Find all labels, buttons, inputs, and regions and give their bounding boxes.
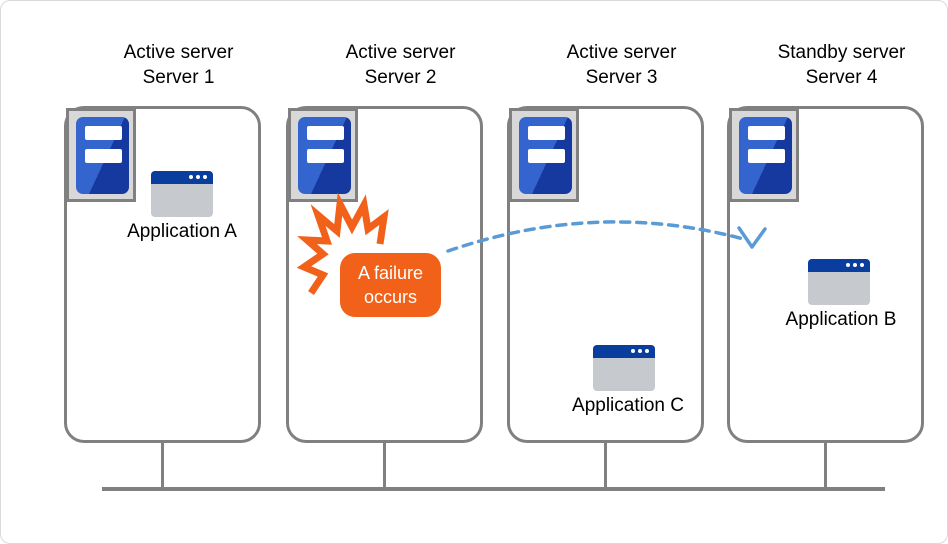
app-window-titlebar [593,345,655,358]
app-window-titlebar [151,171,213,184]
server-title: Active server Server 3 [523,40,720,90]
server-role: Standby server [777,42,906,63]
server-drive-bay [85,126,122,140]
server-tower-body [519,117,572,194]
network-connector-line [161,441,164,488]
server-name: Server 3 [585,67,658,88]
window-buttons-icon [189,175,207,179]
server-drive-bay [528,126,565,140]
network-connector-line [824,441,827,488]
server-name: Server 2 [364,67,437,88]
server-column-1: Active server Server 1 Application A [64,1,261,543]
app-window-icon [808,259,870,305]
failure-callout: A failure occurs [340,253,441,317]
app-label: Application C [572,395,684,416]
server-drive-bay [307,149,344,163]
application-b: Application B [786,259,896,330]
server-tower-body [76,117,129,194]
server-tower-icon [288,108,358,202]
server-role: Active server [566,42,677,63]
server-tower-icon [729,108,799,202]
server-tower-icon [66,108,136,202]
server-column-2: Active server Server 2 [286,1,483,543]
app-label: Application A [127,221,237,242]
server-role: Active server [123,42,234,63]
server-box [286,106,483,443]
server-column-4: Standby server Server 4 Application B [727,1,924,543]
window-buttons-icon [846,263,864,267]
network-connector-line [604,441,607,488]
failure-callout-line2: occurs [363,287,417,307]
app-window-icon [593,345,655,391]
server-tower-body [739,117,792,194]
server-column-3: Active server Server 3 Application C [507,1,704,543]
server-box [64,106,261,443]
server-box [507,106,704,443]
application-c: Application C [572,345,684,416]
application-a: Application A [127,171,237,242]
app-window-icon [151,171,213,217]
server-role: Active server [345,42,456,63]
failure-callout-line1: A failure [357,263,424,283]
server-tower-body [298,117,351,194]
server-name: Server 4 [805,67,878,88]
server-name: Server 1 [142,67,215,88]
app-window-titlebar [808,259,870,272]
network-bus-line [102,487,885,491]
app-label: Application B [785,309,897,330]
server-tower-icon [509,108,579,202]
network-connector-line [383,441,386,488]
server-title: Active server Server 2 [302,40,499,90]
window-buttons-icon [631,349,649,353]
server-drive-bay [748,149,785,163]
server-drive-bay [85,149,122,163]
server-title: Active server Server 1 [80,40,277,90]
server-title: Standby server Server 4 [743,40,940,90]
server-drive-bay [748,126,785,140]
server-drive-bay [307,126,344,140]
server-drive-bay [528,149,565,163]
